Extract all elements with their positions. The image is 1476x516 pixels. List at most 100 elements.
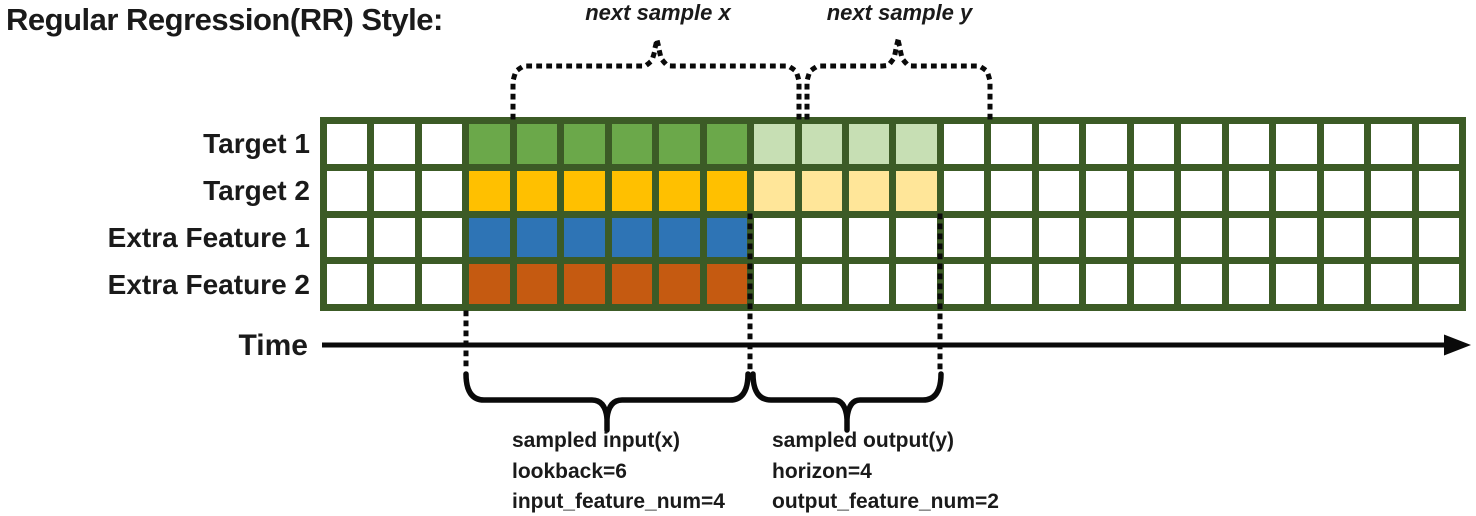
grid-cell	[516, 217, 558, 258]
grid-cell	[1133, 124, 1175, 164]
grid-cell	[516, 170, 558, 211]
sampled-input-brace	[463, 371, 751, 433]
grid-cell	[1418, 217, 1459, 258]
horizon-line: horizon=4	[772, 459, 872, 483]
grid-cell	[1133, 264, 1175, 304]
grid-cell	[991, 217, 1032, 258]
grid-cell	[896, 264, 937, 304]
grid-cell	[659, 124, 700, 164]
grid-cell	[706, 124, 748, 164]
grid-cell	[1133, 170, 1175, 211]
grid-cell	[706, 170, 748, 211]
grid-cell	[1038, 170, 1080, 211]
grid-cell	[1038, 217, 1080, 258]
grid-cell	[754, 170, 795, 211]
grid-cell	[849, 264, 890, 304]
grid-cell	[421, 170, 463, 211]
grid	[320, 117, 1466, 311]
grid-cell	[659, 217, 700, 258]
grid-cell	[374, 124, 415, 164]
grid-cell	[754, 124, 795, 164]
row-label-extra-feature-2: Extra Feature 2	[107, 269, 310, 300]
grid-cell	[564, 217, 605, 258]
next-sample-y-label: next sample y	[826, 0, 973, 25]
row-label-target-2: Target 2	[203, 175, 310, 206]
sampled-input-line: sampled input(x)	[512, 429, 681, 452]
grid-cell	[1323, 170, 1365, 211]
grid-cell	[943, 264, 985, 304]
grid-cell	[1181, 170, 1222, 211]
grid-cell	[896, 217, 937, 258]
grid-cell	[327, 124, 368, 164]
grid-cell	[706, 264, 748, 304]
grid-cell	[469, 264, 510, 304]
grid-cell	[1371, 217, 1412, 258]
grid-cell	[421, 264, 463, 304]
grid-cell	[943, 170, 985, 211]
input-feature-num-line: input_feature_num=4	[512, 490, 725, 513]
grid-cell	[659, 170, 700, 211]
sampled-input-annotation: sampled input(x) lookback=6 input_featur…	[512, 426, 725, 516]
sampled-output-annotation: sampled output(y) horizon=4 output_featu…	[772, 426, 999, 516]
grid-cell	[1086, 170, 1127, 211]
grid-cell	[1371, 170, 1412, 211]
grid-cell	[1418, 264, 1459, 304]
grid-cell	[754, 264, 795, 304]
grid-cell	[564, 124, 605, 164]
grid-cell	[896, 124, 937, 164]
grid-cell	[516, 124, 558, 164]
grid-cell	[1086, 264, 1127, 304]
grid-cell	[1323, 264, 1365, 304]
grid-cell	[1228, 264, 1270, 304]
grid-cell	[1276, 124, 1317, 164]
grid-cell	[896, 170, 937, 211]
sampled-output-line: sampled output(y)	[772, 429, 954, 452]
grid-cell	[564, 264, 605, 304]
grid-cell	[421, 217, 463, 258]
grid-cell	[991, 264, 1032, 304]
time-axis-label: Time	[238, 329, 308, 362]
grid-cell	[1228, 124, 1270, 164]
grid-cell	[564, 170, 605, 211]
grid-cell	[1276, 170, 1317, 211]
grid-cell	[327, 170, 368, 211]
grid-cell	[1323, 217, 1365, 258]
grid-cell	[849, 124, 890, 164]
time-arrow	[322, 334, 1471, 356]
grid-cell	[516, 264, 558, 304]
row-label-extra-feature-1: Extra Feature 1	[107, 222, 310, 253]
grid-cell	[1228, 217, 1270, 258]
grid-cell	[1276, 217, 1317, 258]
grid-cell	[801, 217, 843, 258]
grid-cell	[1181, 217, 1222, 258]
row-label-target-1: Target 1	[203, 128, 310, 159]
grid-cell	[1418, 124, 1459, 164]
grid-cell	[1276, 264, 1317, 304]
grid-cell	[706, 217, 748, 258]
grid-cell	[1228, 170, 1270, 211]
sampled-output-brace	[750, 371, 944, 433]
grid-cell	[1038, 264, 1080, 304]
grid-cell	[849, 170, 890, 211]
next-sample-y-brace	[804, 36, 993, 120]
grid-cell	[611, 124, 653, 164]
grid-cell	[991, 170, 1032, 211]
grid-cell	[374, 217, 415, 258]
grid-cell	[801, 124, 843, 164]
grid-cell	[1371, 264, 1412, 304]
grid-cell	[1371, 124, 1412, 164]
grid-cell	[611, 217, 653, 258]
grid-cell	[469, 124, 510, 164]
grid-cell	[611, 264, 653, 304]
next-sample-x-label: next sample x	[585, 0, 731, 25]
grid-cell	[943, 217, 985, 258]
grid-cell	[374, 264, 415, 304]
grid-cell	[327, 217, 368, 258]
grid-cell	[1086, 124, 1127, 164]
output-feature-num-line: output_feature_num=2	[772, 490, 999, 513]
grid-cell	[421, 124, 463, 164]
grid-cell	[801, 264, 843, 304]
grid-cell	[1133, 217, 1175, 258]
grid-cell	[327, 264, 368, 304]
